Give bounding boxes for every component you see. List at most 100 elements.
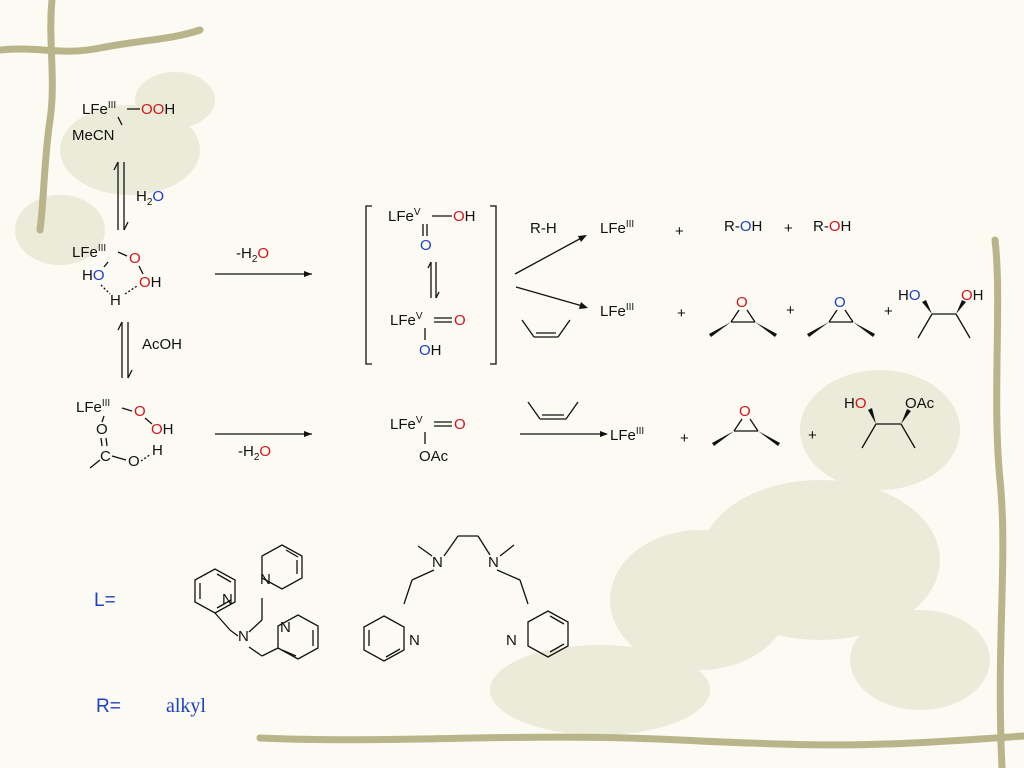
plus-sign: + [884, 303, 893, 320]
hydrogen: H [164, 101, 175, 118]
amine-nitrogen: N [432, 554, 443, 571]
methyl-bond [499, 544, 515, 557]
arrow-barb [427, 261, 432, 269]
bond [121, 407, 133, 412]
hydrogen: H [431, 342, 442, 359]
bond [565, 401, 579, 420]
bond [527, 401, 541, 420]
svg-text:R-OH: R-OH [813, 218, 851, 235]
rh-substrate-label: R-H [530, 220, 557, 237]
bond [917, 313, 933, 339]
oxidation-state: III [626, 302, 634, 313]
svg-text:OH: OH [419, 342, 442, 359]
svg-text:LFeV: LFeV [390, 415, 423, 433]
cis-alkene-substrate [521, 319, 571, 338]
products-row-epoxidation: LFeIII + O + O + HO OH [600, 287, 984, 339]
alkyl-r: R- [724, 218, 740, 235]
fe-label: LFe [82, 101, 108, 118]
pyridine-nitrogen: N [506, 632, 517, 649]
svg-text:LFeV: LFeV [390, 311, 423, 329]
hydrogen: HO [82, 267, 105, 284]
fe-label: LFe [600, 220, 626, 237]
svg-text:OOH: OOH [141, 101, 175, 118]
bond [144, 417, 153, 425]
methyl-bond [89, 459, 101, 469]
svg-text:LFeIII: LFeIII [600, 219, 634, 237]
arrow-barb [113, 161, 119, 171]
oxygen: O [740, 218, 752, 235]
bond [519, 579, 529, 605]
bond [411, 569, 435, 581]
hydrogen: H [841, 218, 852, 235]
wedge-bond [956, 300, 966, 314]
arrow-line [514, 235, 586, 275]
epoxide-oxygen: O [739, 403, 751, 420]
arrowhead [304, 271, 312, 277]
oxo-oxygen: O [420, 237, 432, 254]
arrow-loss-of-water-bottom [215, 431, 312, 437]
species-fev-oxo-hydroxo-tautomer: LFeV O OH [390, 311, 466, 359]
epoxide-oxygen: O [736, 294, 748, 311]
wedge-bond [901, 409, 911, 424]
bond [477, 535, 491, 556]
bond [117, 116, 123, 126]
epoxide: O [712, 403, 780, 446]
arrowhead [578, 235, 587, 242]
pyridine-nitrogen: N [222, 591, 233, 608]
h-bond [100, 284, 111, 295]
bond [730, 309, 740, 323]
equilibrium-arrow-acoh [117, 321, 133, 379]
oxidation-state: V [414, 207, 421, 218]
arrowhead [600, 431, 608, 437]
fe-label: LFe [388, 208, 414, 225]
oxygen: O [134, 403, 146, 420]
h-bond [124, 285, 138, 295]
bond [844, 309, 854, 323]
svg-text:LFeIII: LFeIII [82, 100, 116, 118]
r-group-value: alkyl [166, 695, 206, 717]
bond [117, 251, 128, 257]
oxygen: O [128, 453, 140, 470]
bond [101, 415, 105, 423]
plus-sign: + [808, 427, 817, 444]
amine-nitrogen: N [488, 554, 499, 571]
species-fe3-water-adduct: LFeIII O HO OH H [72, 243, 162, 309]
bond [248, 619, 263, 633]
arrow-barb [117, 321, 123, 331]
wedge-bond [755, 322, 777, 337]
oxygen: O [419, 342, 431, 359]
bond [100, 437, 103, 447]
svg-text:LFeIII: LFeIII [600, 302, 634, 320]
acetate-group: OAc [419, 448, 449, 465]
svg-text:HO: HO [898, 287, 921, 304]
fe-label: LFe [600, 303, 626, 320]
arrow-line [515, 286, 587, 308]
oxo-oxygen: O [454, 312, 466, 329]
bond [861, 423, 877, 449]
aromatic-bond [549, 643, 565, 653]
bond [828, 309, 838, 323]
fe-label: LFe [390, 416, 416, 433]
wedge-bond [709, 322, 731, 337]
arrow-to-epoxidation [515, 286, 588, 309]
pyridine-ring [277, 614, 319, 660]
pyridine-ring [261, 544, 303, 590]
bond [111, 455, 127, 461]
left-bracket [365, 205, 372, 365]
bond [214, 612, 231, 631]
bridging-hydrogen: H [110, 292, 121, 309]
arrowhead [579, 302, 588, 309]
oxidation-state: III [108, 100, 116, 111]
products-row-acetate: LFeIII + O + HO OAc [610, 395, 935, 449]
bond [955, 313, 971, 339]
oxidation-state: III [626, 219, 634, 230]
svg-text:OH: OH [961, 287, 984, 304]
bond [900, 423, 916, 449]
plus-sign: + [677, 305, 686, 322]
svg-text:LFeIII: LFeIII [610, 426, 644, 444]
ligand-label: L= [94, 590, 116, 611]
carbonyl-oxygen: O [96, 421, 108, 438]
